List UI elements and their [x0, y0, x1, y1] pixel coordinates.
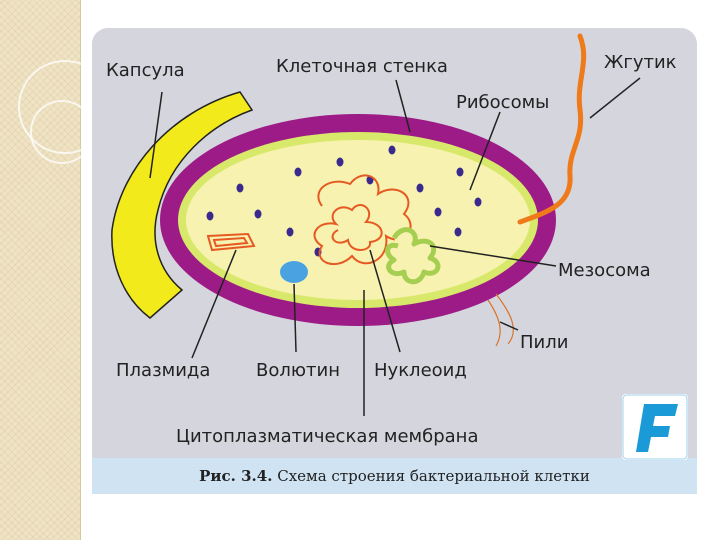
publisher-logo	[622, 394, 688, 460]
mesosome	[385, 227, 441, 285]
figure-caption: Рис. 3.4. Схема строения бактериальной к…	[92, 458, 697, 494]
decorative-side-strip	[0, 0, 112, 540]
label-mesosome: Мезосома	[558, 260, 651, 281]
label-ribosomes: Рибосомы	[456, 92, 549, 113]
pili	[487, 293, 514, 347]
plasmid	[206, 232, 256, 252]
cytoplasm	[186, 140, 530, 300]
leader-lines	[149, 77, 641, 416]
volutin	[280, 261, 308, 283]
caption-text: Схема строения бактериальной клетки	[277, 467, 590, 485]
capsule	[111, 91, 254, 319]
ribosomes	[206, 145, 482, 257]
label-cell-wall: Клеточная стенка	[276, 56, 448, 77]
nucleoid	[313, 174, 412, 266]
label-pili: Пили	[520, 332, 568, 353]
logo-f-icon	[622, 394, 688, 460]
label-capsule: Капсула	[106, 60, 185, 81]
label-cytoplasmic-membrane: Цитоплазматическая мембрана	[176, 426, 478, 447]
flagellum	[517, 33, 587, 225]
caption-bar	[92, 458, 697, 494]
label-volutin: Волютин	[256, 360, 340, 381]
label-flagellum: Жгутик	[604, 52, 677, 73]
label-nucleoid: Нуклеоид	[374, 360, 467, 381]
label-plasmid: Плазмида	[116, 360, 210, 381]
caption-figure-number: Рис. 3.4.	[199, 467, 273, 485]
